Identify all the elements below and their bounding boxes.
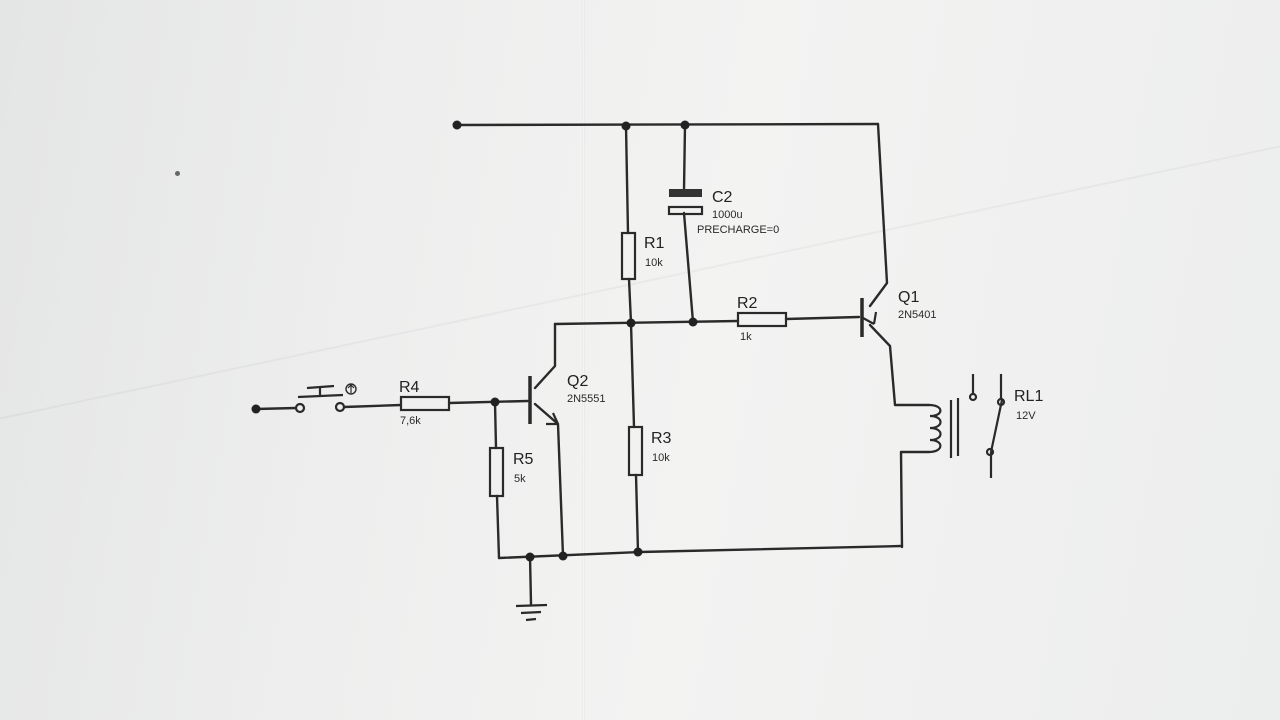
capacitor-c2 [667, 189, 704, 216]
q1-value-label: 2N5401 [898, 309, 937, 321]
q2-collector-wire [533, 322, 557, 390]
q2-emitter-wire [533, 402, 565, 558]
switch-actuator [297, 384, 344, 399]
transistor-q2 [528, 376, 560, 426]
r1-ref-label: R1 [644, 235, 665, 252]
switch-to-r4-wire [342, 403, 403, 409]
q2-ref-label: Q2 [567, 373, 588, 390]
junctions [251, 120, 698, 562]
push-arrow-icon [347, 384, 355, 393]
junction-dot [490, 397, 500, 407]
capacitor-plate-positive [669, 189, 702, 197]
c2-value-label: 1000u [712, 209, 743, 221]
labels: C2 1000u PRECHARGE=0 R1 10k R2 1k Q1 2N5… [399, 189, 1043, 485]
relay-coil [928, 403, 942, 454]
q1-emitter-wire [868, 323, 931, 407]
resistor-r1 [620, 231, 637, 281]
wires [254, 122, 931, 606]
r3-bottom-wire [634, 473, 640, 554]
resistor-r3 [627, 425, 644, 477]
relay-contact [996, 397, 1006, 407]
r1-bottom-wire [627, 277, 633, 325]
r2-to-q1-wire [784, 315, 861, 321]
resistor-r5 [488, 446, 505, 498]
relay-contact [968, 392, 978, 402]
ground-icon [515, 603, 548, 622]
r4-ref-label: R4 [399, 379, 420, 396]
supply-terminal [452, 120, 462, 130]
paper-speck [175, 171, 180, 176]
r1-value-label: 10k [645, 257, 663, 269]
rl1-value-label: 12V [1016, 410, 1036, 422]
junction-dot [633, 547, 643, 557]
r5-top-wire [493, 400, 498, 450]
transistor-q1 [860, 298, 878, 337]
q1-collector-wire [868, 122, 889, 308]
mid-node-wire [553, 319, 740, 326]
r3-ref-label: R3 [651, 430, 672, 447]
r5-ref-label: R5 [513, 451, 534, 468]
r5-value-label: 5k [514, 473, 526, 485]
q2-emitter-arrow-icon [546, 412, 560, 426]
capacitor-plate-negative [667, 205, 704, 216]
junction-dot [626, 318, 636, 328]
switch-contact [334, 401, 346, 413]
junction-dot [525, 552, 535, 562]
r3-top-wire [629, 321, 636, 429]
r2-value-label: 1k [740, 331, 752, 343]
c2-bottom-wire [682, 211, 695, 324]
r5-bottom-wire [495, 494, 501, 560]
resistor-r2 [736, 311, 788, 328]
supply-rail-wire [455, 122, 880, 127]
r4-value-label: 7,6k [400, 415, 421, 427]
push-button-icon [345, 383, 357, 395]
q2-value-label: 2N5551 [567, 393, 606, 405]
relay-core-bars [949, 398, 960, 458]
relay-rl1 [928, 374, 1006, 478]
input-terminal [251, 404, 261, 414]
r1-top-wire [624, 124, 630, 235]
junction-dot [621, 121, 631, 131]
relay-contact-arm [971, 374, 1004, 478]
relay-return-wire [899, 450, 931, 549]
switch-contact [294, 402, 306, 414]
q1-ref-label: Q1 [898, 289, 919, 306]
push-button-switch [294, 383, 357, 414]
junction-dot [688, 317, 698, 327]
r2-ref-label: R2 [737, 295, 758, 312]
paper-fold-vertical [582, 0, 585, 720]
junction-dot [680, 120, 690, 130]
r4-to-q2-wire [447, 399, 530, 405]
input-wire [254, 406, 298, 411]
c2-ref-label: C2 [712, 189, 733, 206]
c2-top-wire [682, 123, 687, 192]
c2-precharge-label: PRECHARGE=0 [697, 224, 779, 236]
rl1-ref-label: RL1 [1014, 388, 1043, 405]
junction-dot [558, 551, 568, 561]
ground-stem-wire [528, 554, 533, 606]
r3-value-label: 10k [652, 452, 670, 464]
q1-emitter-arrow-icon [862, 311, 878, 325]
resistor-r4 [399, 395, 451, 412]
relay-contact [985, 447, 995, 457]
